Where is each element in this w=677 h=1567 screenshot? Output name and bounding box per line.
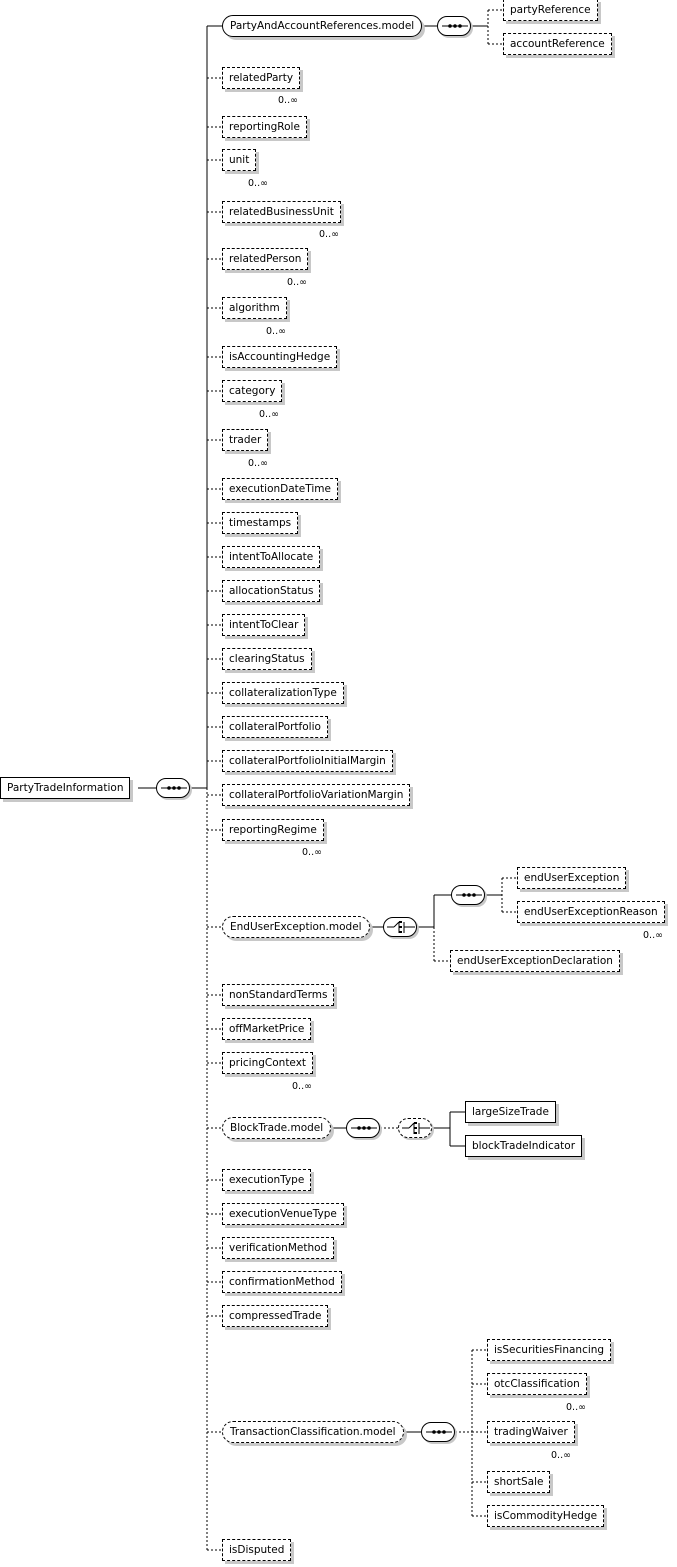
- element-end-user-exception-reason[interactable]: endUserExceptionReason: [517, 898, 668, 923]
- element-intent-to-allocate[interactable]: intentToAllocate: [222, 546, 321, 568]
- choice-icon[interactable]: [383, 917, 417, 937]
- group-transaction-classification-model[interactable]: TransactionClassification.model: [222, 1421, 404, 1443]
- element-execution-date-time[interactable]: executionDateTime: [222, 478, 338, 500]
- cardinality-label: 0..∞: [302, 847, 322, 858]
- cardinality-label: 0..∞: [287, 277, 307, 288]
- element-algorithm[interactable]: algorithm: [222, 294, 290, 319]
- sequence-icon[interactable]: [437, 16, 471, 36]
- element-trading-waiver[interactable]: tradingWaiver: [487, 1418, 578, 1443]
- root-element[interactable]: PartyTradeInformation: [0, 777, 131, 799]
- element-unit[interactable]: unit: [222, 146, 260, 171]
- cardinality-label: 0..∞: [566, 1402, 586, 1413]
- element-trader[interactable]: trader: [222, 426, 272, 451]
- element-account-reference[interactable]: accountReference: [503, 33, 612, 55]
- element-short-sale[interactable]: shortSale: [487, 1471, 551, 1493]
- element-off-market-price[interactable]: offMarketPrice: [222, 1018, 312, 1040]
- element-reporting-role[interactable]: reportingRole: [222, 116, 307, 138]
- element-is-disputed[interactable]: isDisputed: [222, 1539, 292, 1561]
- cardinality-label: 0..∞: [292, 1081, 312, 1092]
- element-related-person[interactable]: relatedPerson: [222, 245, 312, 270]
- group-block-trade-model[interactable]: BlockTrade.model: [222, 1117, 332, 1139]
- element-party-reference[interactable]: partyReference: [503, 0, 598, 21]
- sequence-icon[interactable]: [421, 1422, 455, 1442]
- element-category[interactable]: category: [222, 377, 286, 402]
- element-reporting-regime[interactable]: reportingRegime: [222, 816, 327, 841]
- cardinality-label: 0..∞: [278, 95, 298, 106]
- element-is-accounting-hedge[interactable]: isAccountingHedge: [222, 346, 338, 368]
- element-end-user-exception-declaration[interactable]: endUserExceptionDeclaration: [450, 950, 620, 972]
- cardinality-label: 0..∞: [248, 178, 268, 189]
- element-collateral-portfolio-variation-margin[interactable]: collateralPortfolioVariationMargin: [222, 784, 411, 806]
- cardinality-label: 0..∞: [551, 1450, 571, 1461]
- element-non-standard-terms[interactable]: nonStandardTerms: [222, 984, 335, 1006]
- sequence-icon[interactable]: [451, 885, 485, 905]
- element-large-size-trade[interactable]: largeSizeTrade: [465, 1101, 556, 1123]
- element-execution-type[interactable]: executionType: [222, 1169, 312, 1191]
- element-collateral-portfolio[interactable]: collateralPortfolio: [222, 716, 328, 738]
- cardinality-label: 0..∞: [643, 930, 663, 941]
- cardinality-label: 0..∞: [259, 409, 279, 420]
- element-compressed-trade[interactable]: compressedTrade: [222, 1305, 329, 1327]
- element-allocation-status[interactable]: allocationStatus: [222, 580, 321, 602]
- element-end-user-exception[interactable]: endUserException: [517, 867, 627, 889]
- element-block-trade-indicator[interactable]: blockTradeIndicator: [465, 1135, 583, 1157]
- element-collateral-portfolio-initial-margin[interactable]: collateralPortfolioInitialMargin: [222, 750, 393, 772]
- element-related-party[interactable]: relatedParty: [222, 64, 304, 89]
- element-confirmation-method[interactable]: confirmationMethod: [222, 1271, 342, 1293]
- element-pricing-context[interactable]: pricingContext: [222, 1049, 317, 1074]
- element-intent-to-clear[interactable]: intentToClear: [222, 614, 306, 636]
- cardinality-label: 0..∞: [319, 229, 339, 240]
- sequence-icon[interactable]: [346, 1118, 380, 1138]
- sequence-icon[interactable]: [156, 778, 190, 798]
- element-collateralization-type[interactable]: collateralizationType: [222, 682, 344, 704]
- group-end-user-exception-model[interactable]: EndUserException.model: [222, 916, 370, 938]
- element-is-securities-financing[interactable]: isSecuritiesFinancing: [487, 1339, 612, 1361]
- choice-icon[interactable]: [398, 1118, 432, 1138]
- cardinality-label: 0..∞: [248, 458, 268, 469]
- element-clearing-status[interactable]: clearingStatus: [222, 648, 312, 670]
- element-otc-classification[interactable]: otcClassification: [487, 1370, 590, 1395]
- element-is-commodity-hedge[interactable]: isCommodityHedge: [487, 1505, 605, 1527]
- cardinality-label: 0..∞: [266, 326, 286, 337]
- element-related-business-unit[interactable]: relatedBusinessUnit: [222, 198, 344, 223]
- element-execution-venue-type[interactable]: executionVenueType: [222, 1203, 344, 1225]
- element-timestamps[interactable]: timestamps: [222, 512, 299, 534]
- element-verification-method[interactable]: verificationMethod: [222, 1237, 335, 1259]
- group-party-and-account-references-model[interactable]: PartyAndAccountReferences.model: [222, 15, 423, 37]
